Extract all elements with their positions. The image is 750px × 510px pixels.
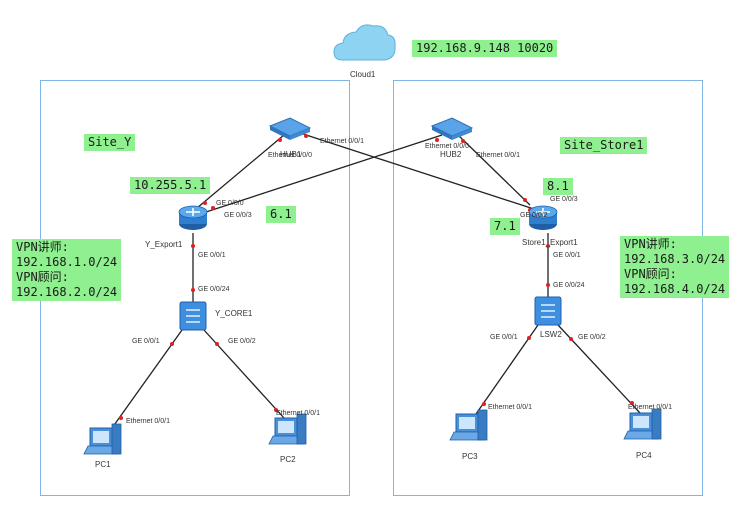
link-hub1-yexport [196, 134, 285, 209]
link-hub2-storeexport [457, 134, 531, 206]
links [111, 132, 641, 429]
port-dot [119, 416, 123, 420]
port-dot [461, 139, 465, 143]
pc-icon[interactable] [83, 423, 122, 455]
cloud-address-label: 192.168.9.148 10020 [412, 40, 558, 57]
port-label: GE 0/0/3 [224, 212, 252, 219]
vpn-line: 192.168.3.0/24 [624, 252, 726, 266]
port-dot [546, 244, 550, 248]
hub-icon[interactable] [430, 117, 474, 140]
port-label: GE 0/0/2 [228, 338, 256, 345]
port-label: GE 0/0/24 [553, 282, 585, 289]
port-label: Ethernet 0/0/1 [126, 418, 170, 425]
port-label: Ethernet 0/0/1 [320, 138, 364, 145]
pc-icon[interactable] [623, 408, 662, 440]
y-core1-label: Y_CORE1 [215, 309, 253, 318]
port-dot [191, 244, 195, 248]
hub1-label: HUB1 [280, 150, 302, 159]
pc-icon[interactable] [268, 413, 307, 445]
link-hub1-storeexport [299, 132, 538, 211]
vpn-line: 192.168.1.0/24 [16, 255, 118, 269]
port-label: GE 0/0/0 [216, 200, 244, 207]
switch-icon[interactable] [534, 296, 562, 326]
port-label: Ethernet 0/0/1 [628, 404, 672, 411]
site-store1-link-label-left: 7.1 [490, 218, 520, 235]
port-label: GE 0/0/2 [520, 212, 548, 219]
port-dot [211, 206, 215, 210]
port-label: Ethernet 0/0/1 [488, 404, 532, 411]
port-label: Ethernet 0/0/1 [276, 410, 320, 417]
port-dot [170, 342, 174, 346]
port-dot [569, 337, 573, 341]
port-dot [527, 336, 531, 340]
port-label: GE 0/0/24 [198, 286, 230, 293]
store1-export1-label: Store1_Export1 [522, 238, 578, 247]
hub2-label: HUB2 [440, 150, 462, 159]
site-y-router-ip: 10.255.5.1 [130, 177, 211, 194]
port-dot [274, 408, 278, 412]
site-y-link-label: 6.1 [266, 206, 296, 223]
port-label: GE 0/0/1 [132, 338, 160, 345]
vpn-line: 192.168.2.0/24 [16, 285, 118, 299]
pc-icon[interactable] [449, 409, 488, 441]
port-dot [304, 134, 308, 138]
port-dot [278, 138, 282, 142]
vpn-line: VPN顾问: [624, 267, 677, 281]
port-dot [546, 283, 550, 287]
port-label: GE 0/0/3 [550, 196, 578, 203]
cloud-icon[interactable] [333, 24, 396, 61]
cloud-label: Cloud1 [350, 70, 376, 79]
site-y-vpn-box: VPN讲师: 192.168.1.0/24 VPN顾问: 192.168.2.0… [12, 239, 122, 301]
port-label: Ethernet 0/0/1 [476, 152, 520, 159]
router-icon[interactable] [528, 205, 558, 230]
pc3-label: PC3 [462, 452, 478, 461]
link-lsw2-pc3 [475, 324, 539, 415]
lsw2-label: LSW2 [540, 330, 562, 339]
pc2-label: PC2 [280, 455, 296, 464]
link-ycore-pc1 [111, 329, 183, 429]
port-label: Ethernet 0/0/0 [425, 143, 469, 150]
site-store1-link-label-top: 8.1 [543, 178, 573, 195]
port-dot [215, 342, 219, 346]
port-label: GE 0/0/2 [578, 334, 606, 341]
vpn-line: VPN讲师: [624, 237, 677, 251]
pc1-label: PC1 [95, 460, 111, 469]
hub-icon[interactable] [268, 117, 312, 140]
port-dot [203, 201, 207, 205]
port-label: GE 0/0/1 [553, 252, 581, 259]
pc4-label: PC4 [636, 451, 652, 460]
site-y-title: Site_Y [84, 134, 136, 151]
port-dot [482, 402, 486, 406]
port-dot [435, 138, 439, 142]
link-hub2-yexport [205, 134, 443, 213]
vpn-line: VPN顾问: [16, 270, 69, 284]
switch-icon[interactable] [179, 301, 207, 331]
router-icon[interactable] [178, 205, 208, 230]
site-store1-vpn-box: VPN讲师: 192.168.3.0/24 VPN顾问: 192.168.4.0… [620, 236, 730, 298]
port-dot [630, 401, 634, 405]
vpn-line: VPN讲师: [16, 240, 69, 254]
y-export1-label: Y_Export1 [145, 240, 183, 249]
port-dot [523, 198, 527, 202]
port-dot [191, 288, 195, 292]
port-label: GE 0/0/1 [490, 334, 518, 341]
vpn-line: 192.168.4.0/24 [624, 282, 726, 296]
site-store1-title: Site_Store1 [560, 137, 648, 154]
port-label: GE 0/0/1 [198, 252, 226, 259]
port-label: Ethernet 0/0/0 [268, 152, 312, 159]
